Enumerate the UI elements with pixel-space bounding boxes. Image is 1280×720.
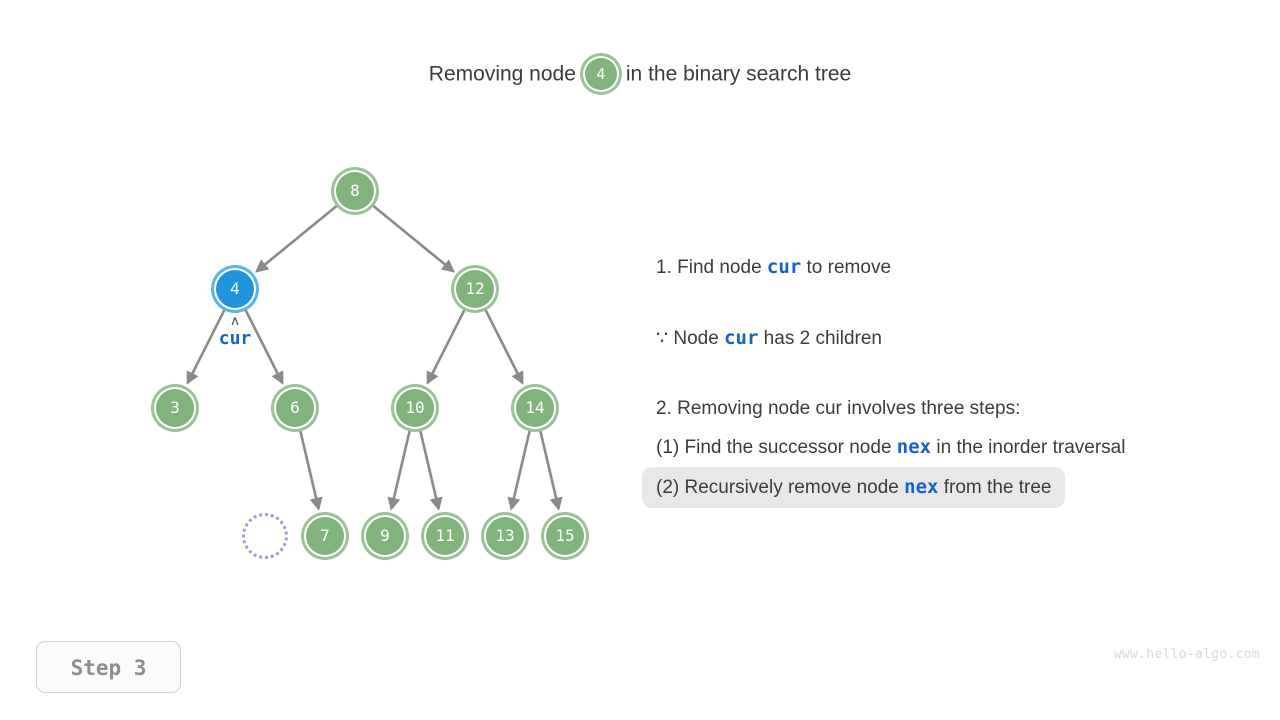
title-prefix: Removing node bbox=[428, 62, 576, 86]
explanation-step-1: 1. Find node cur to remove bbox=[656, 248, 1256, 287]
tree-node-15: 15 bbox=[544, 515, 586, 557]
tree-edge-14-to-15 bbox=[538, 430, 563, 511]
tree-node-13: 13 bbox=[484, 515, 526, 557]
explanation-panel: 1. Find node cur to remove ∵ Node cur ha… bbox=[642, 248, 1256, 508]
explanation-step-2: 2. Removing node cur involves three step… bbox=[642, 390, 1256, 508]
title-node-badge: 4 bbox=[582, 56, 619, 93]
watermark: www.hello-algo.com bbox=[1113, 647, 1260, 662]
title-suffix: in the binary search tree bbox=[625, 62, 852, 86]
explanation-reason: ∵ Node cur has 2 children bbox=[656, 319, 1256, 358]
tree-node-4: 4 bbox=[214, 268, 256, 310]
explanation-line-three-steps: 2. Removing node cur involves three step… bbox=[656, 398, 1021, 419]
keyword-nex: nex bbox=[896, 436, 932, 458]
tree-node-10: 10 bbox=[394, 387, 436, 429]
tree-node-6: 6 bbox=[274, 387, 316, 429]
tree-node-12: 12 bbox=[454, 268, 496, 310]
explanation-line-substep-2-active: (2) Recursively remove node nex from the… bbox=[642, 467, 1066, 508]
tree-edge-10-to-11 bbox=[418, 430, 443, 511]
line1-post: to remove bbox=[801, 257, 892, 278]
line4-pre: (1) Find the successor node bbox=[656, 437, 897, 458]
tree-edge-4-to-6 bbox=[244, 308, 284, 385]
keyword-nex-2: nex bbox=[904, 476, 939, 498]
line4-post: in the inorder traversal bbox=[931, 437, 1126, 458]
tree-edges-layer bbox=[186, 204, 563, 511]
tree-node-14: 14 bbox=[514, 387, 556, 429]
explanation-spacer-1 bbox=[656, 287, 1256, 319]
step-badge: Step 3 bbox=[36, 641, 181, 693]
line2-post: has 2 children bbox=[758, 328, 882, 349]
tree-node-9: 9 bbox=[364, 515, 406, 557]
line2-pre: ∵ Node bbox=[656, 328, 725, 349]
tree-edge-8-to-12 bbox=[371, 204, 455, 273]
explanation-line-substep-1: (1) Find the successor node nex in the i… bbox=[656, 428, 1256, 467]
tree-node-11: 11 bbox=[424, 515, 466, 557]
line5-post: from the tree bbox=[938, 477, 1052, 498]
tree-edge-12-to-14 bbox=[484, 308, 524, 385]
tree-edge-12-to-10 bbox=[426, 308, 466, 385]
explanation-spacer-2 bbox=[656, 358, 1256, 390]
keyword-cur: cur bbox=[766, 256, 802, 278]
tree-edge-10-to-9 bbox=[387, 430, 412, 511]
line5-pre: (2) Recursively remove node bbox=[656, 477, 905, 498]
tree-node-8: 8 bbox=[334, 170, 376, 212]
tree-edge-4-to-3 bbox=[186, 308, 226, 385]
tree-edge-14-to-13 bbox=[507, 430, 532, 511]
explanation-line-find-cur: 1. Find node cur to remove bbox=[656, 248, 1256, 287]
pointer-caret-icon: ʌ bbox=[231, 314, 239, 329]
line1-pre: 1. Find node bbox=[656, 257, 767, 278]
explanation-line-two-children: ∵ Node cur has 2 children bbox=[656, 319, 1256, 358]
keyword-cur-2: cur bbox=[724, 327, 759, 349]
tree-edge-8-to-4 bbox=[255, 204, 339, 273]
tree-node-3: 3 bbox=[154, 387, 196, 429]
tree-node-7: 7 bbox=[304, 515, 346, 557]
tree-node-empty-slot bbox=[242, 513, 288, 559]
tree-edge-6-to-7 bbox=[298, 430, 323, 511]
pointer-label-cur: cur bbox=[218, 328, 252, 349]
